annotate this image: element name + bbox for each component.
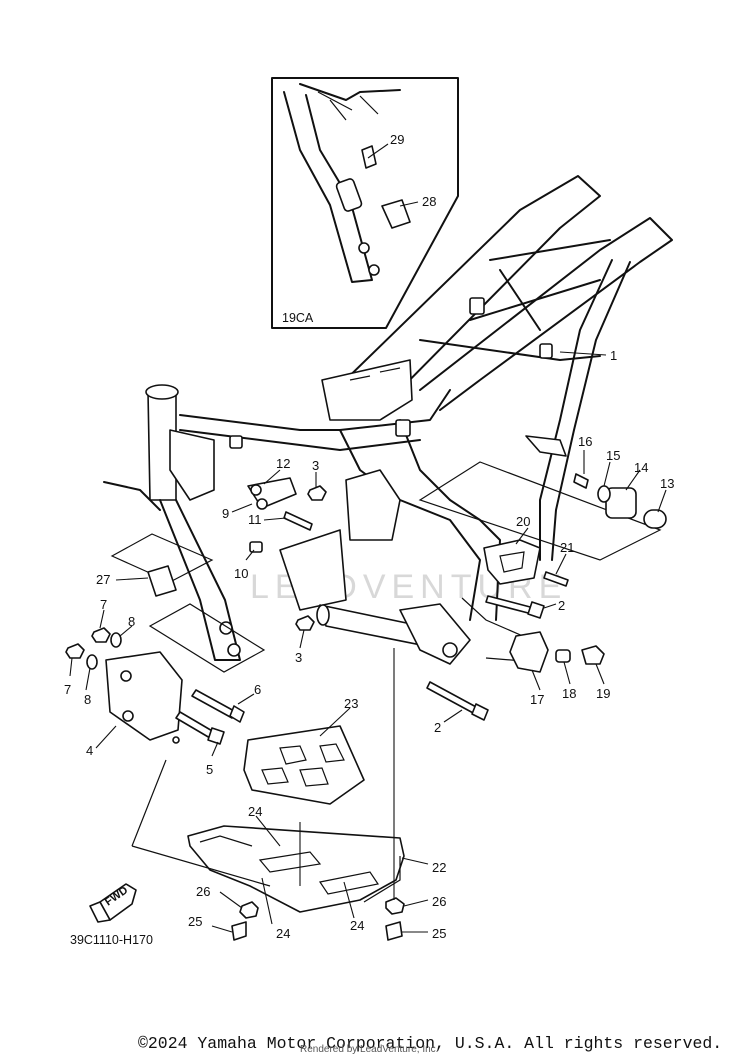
callout-8: 8 [128, 614, 135, 629]
callout-27: 27 [96, 572, 110, 587]
callout-22: 22 [432, 860, 446, 875]
callout-18: 18 [562, 686, 576, 701]
callout-23: 23 [344, 696, 358, 711]
callout-12: 12 [276, 456, 290, 471]
callout-11: 11 [248, 512, 262, 527]
callout-14: 14 [634, 460, 648, 475]
callout-7: 7 [64, 682, 71, 697]
diagram-code: 39C1110-H170 [70, 933, 153, 947]
callout-13: 13 [660, 476, 674, 491]
callout-17: 17 [530, 692, 544, 707]
callout-4: 4 [86, 743, 93, 758]
callout-6: 6 [254, 682, 261, 697]
callout-10: 10 [234, 566, 248, 581]
callout-3: 3 [312, 458, 319, 473]
callout-15: 15 [606, 448, 620, 463]
callout-24: 24 [350, 918, 364, 933]
callout-24: 24 [276, 926, 290, 941]
callout-26: 26 [196, 884, 210, 899]
callout-28: 28 [422, 194, 436, 209]
callout-8: 8 [84, 692, 91, 707]
callout-5: 5 [206, 762, 213, 777]
callout-25: 25 [188, 914, 202, 929]
callout-3: 3 [295, 650, 302, 665]
callout-20: 20 [516, 514, 530, 529]
callout-29: 29 [390, 132, 404, 147]
callout-16: 16 [578, 434, 592, 449]
parts: FWD [65, 473, 667, 941]
callout-21: 21 [560, 540, 574, 555]
leader-lines [69, 143, 667, 933]
callout-19: 19 [596, 686, 610, 701]
callout-24: 24 [248, 804, 262, 819]
callout-1: 1 [610, 348, 617, 363]
callout-25: 25 [432, 926, 446, 941]
copyright-notice: ©2024 Yamaha Motor Corporation, U.S.A. A… [138, 1034, 723, 1053]
callout-9: 9 [222, 506, 229, 521]
fwd-arrow: FWD [89, 883, 137, 923]
callout-7: 7 [100, 597, 107, 612]
frame-assembly [103, 175, 673, 673]
callout-labels: 1 2 2 3 3 4 5 6 7 7 8 8 9 10 11 12 13 14… [64, 132, 674, 941]
callout-2: 2 [558, 598, 565, 613]
callout-2: 2 [434, 720, 441, 735]
callout-26: 26 [432, 894, 446, 909]
rendered-by-credit: Rendered by LeadVenture, Inc. [300, 1044, 439, 1055]
inset-detail: 19CA [271, 77, 459, 329]
inset-label: 19CA [282, 311, 314, 325]
